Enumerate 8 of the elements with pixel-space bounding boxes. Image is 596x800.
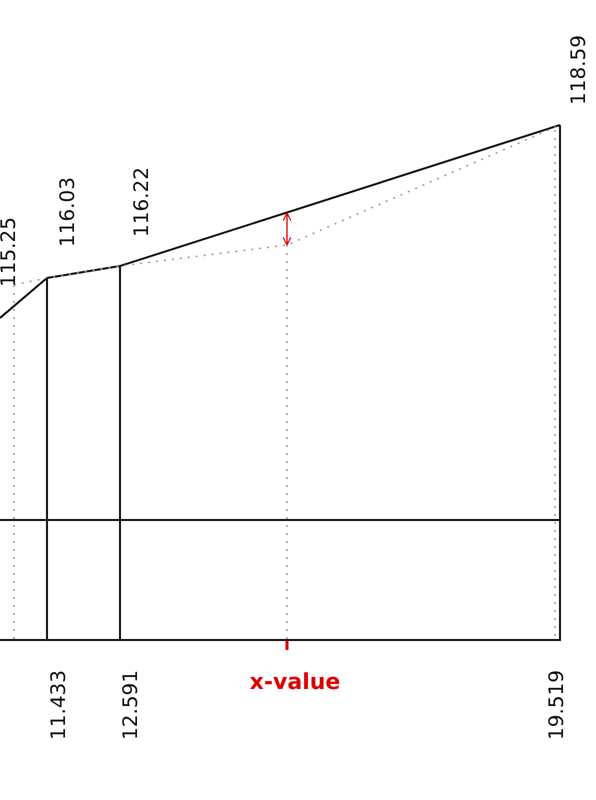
value-label: 12.591 xyxy=(120,670,140,740)
value-label: 115.25 xyxy=(0,217,18,287)
value-label: 116.22 xyxy=(131,167,151,237)
axis-label: x-value xyxy=(250,672,340,694)
value-label: 11.433 xyxy=(48,670,68,740)
value-label: 116.03 xyxy=(57,177,77,247)
value-label: 118.59 xyxy=(568,35,588,105)
value-label: 19.519 xyxy=(546,670,566,740)
